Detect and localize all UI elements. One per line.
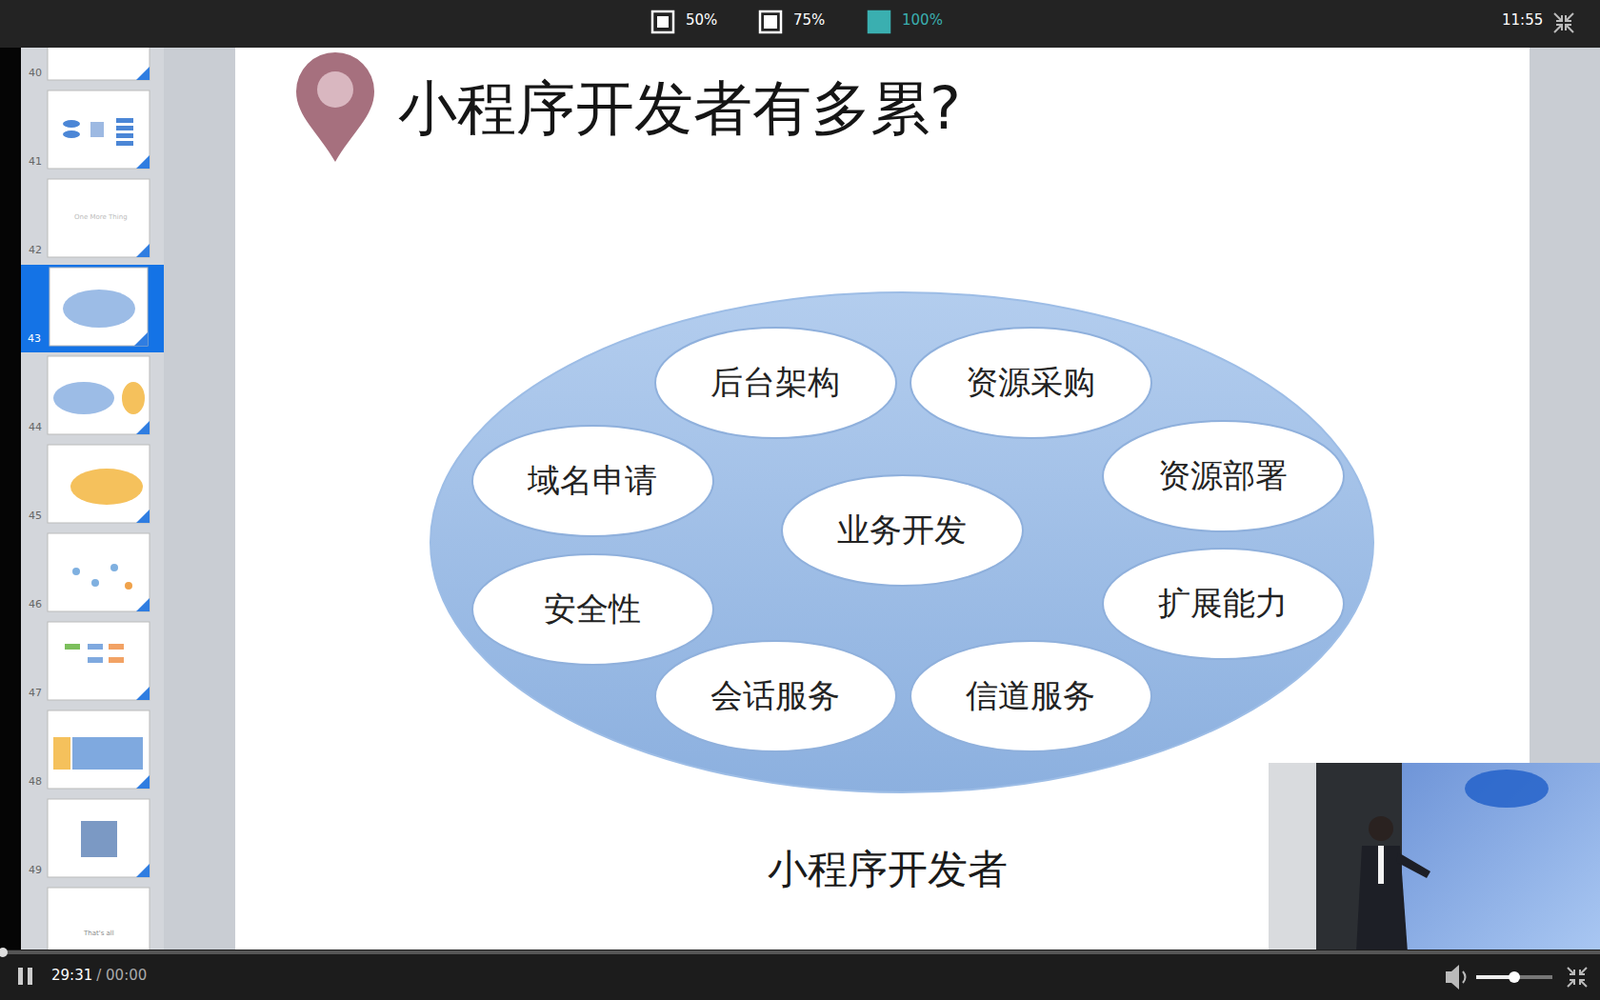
task-ellipse: 信道服务 xyxy=(908,639,1154,754)
ui-label: One More Thing xyxy=(74,213,128,221)
ui-label: That's all xyxy=(83,929,115,938)
zoom-icon xyxy=(657,16,669,28)
volume-icon xyxy=(1445,964,1460,990)
task-label: 业务开发 xyxy=(837,511,967,549)
task-ellipse: 扩展能力 xyxy=(1100,546,1346,661)
pause-icon xyxy=(27,967,33,985)
speaker-video xyxy=(1268,762,1600,953)
task-ellipse: 资源部署 xyxy=(1100,419,1346,534)
pin-hole xyxy=(317,71,354,108)
task-ellipse: 业务开发 xyxy=(780,473,1025,588)
container-ellipse: 小程序开发者后台架构资源采购域名申请资源部署业务开发安全性扩展能力会话服务信道服… xyxy=(428,290,1376,795)
ui-label: 48 xyxy=(28,776,42,789)
bottom-bar xyxy=(0,949,1600,1000)
task-label: 扩展能力 xyxy=(1158,584,1288,622)
ui-label: 47 xyxy=(28,687,42,700)
task-label: 域名申请 xyxy=(527,461,658,500)
zoom-icon xyxy=(760,11,781,33)
ui-label: 11:55 xyxy=(1501,12,1543,29)
ui-label: 46 xyxy=(28,599,42,612)
progress-track xyxy=(0,950,1600,955)
pause-icon xyxy=(18,967,23,985)
task-label: 资源采购 xyxy=(965,363,1096,401)
ui-label: 45 xyxy=(28,510,42,523)
ui-label: 40 xyxy=(28,67,42,80)
ui-label: 50% xyxy=(685,12,718,29)
zoom-icon xyxy=(763,15,778,29)
task-label: 会话服务 xyxy=(710,677,840,715)
ui-label: 49 xyxy=(28,864,42,878)
slide xyxy=(235,47,1530,953)
left-strip xyxy=(0,47,21,953)
group-caption: 小程序开发者 xyxy=(767,846,1008,893)
task-ellipse: 域名申请 xyxy=(470,423,716,539)
ui-label: 43 xyxy=(27,333,41,346)
zoom-icon xyxy=(868,11,890,33)
ui-label: 75% xyxy=(793,12,825,29)
volume-knob xyxy=(1508,971,1520,983)
pin-icon xyxy=(296,52,375,162)
volume-icon xyxy=(1462,971,1466,983)
ui-label: 42 xyxy=(28,244,42,258)
progress-knob xyxy=(0,947,8,958)
task-ellipse: 安全性 xyxy=(470,552,716,667)
ui-label: / 00:00 xyxy=(96,967,147,984)
ui-label: 44 xyxy=(28,421,42,435)
ui-label: 29:31 xyxy=(51,967,93,984)
selected-thumbnail-bg xyxy=(20,264,164,353)
task-label: 资源部署 xyxy=(1158,457,1288,495)
thumbnail-panel xyxy=(20,47,164,953)
thumbnails xyxy=(47,1,150,955)
task-label: 后台架构 xyxy=(710,363,840,401)
ui-label: 100% xyxy=(901,12,943,29)
task-label: 安全性 xyxy=(543,590,641,628)
collapse-icon xyxy=(1554,13,1574,33)
task-ellipse: 会话服务 xyxy=(653,639,899,754)
task-ellipse: 后台架构 xyxy=(653,325,899,440)
slide-title: 小程序开发者有多累? xyxy=(398,74,961,142)
top-bar xyxy=(0,0,1600,48)
task-label: 信道服务 xyxy=(965,677,1096,715)
exit-fullscreen-icon xyxy=(1567,967,1587,987)
zoom-icon xyxy=(652,11,674,33)
task-ellipse: 资源采购 xyxy=(908,325,1154,440)
ui-label: 41 xyxy=(28,156,42,169)
